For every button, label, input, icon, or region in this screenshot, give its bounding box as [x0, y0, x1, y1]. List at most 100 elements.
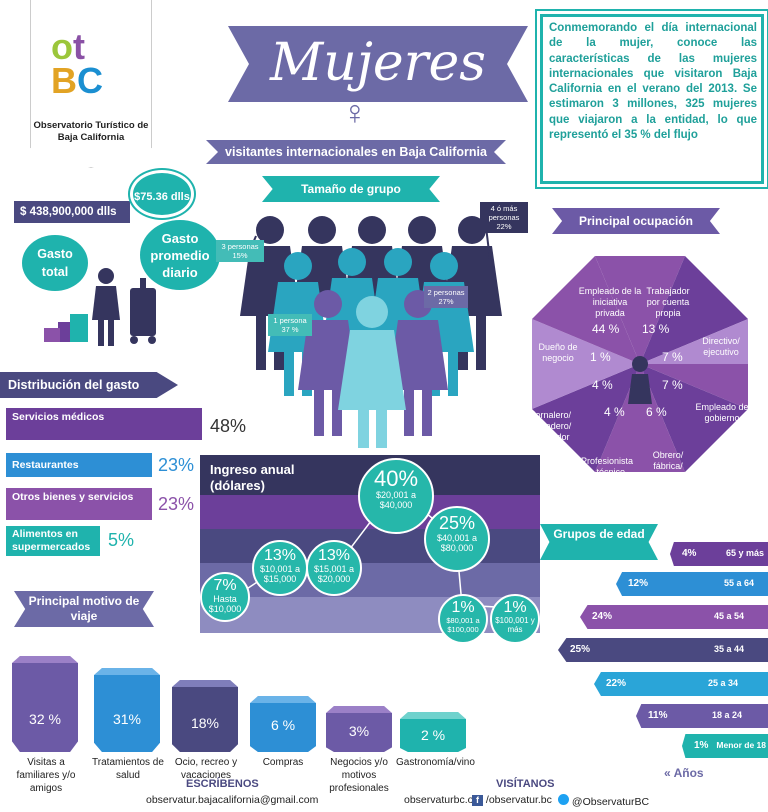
visit-heading: VISÍTANOS [496, 778, 555, 790]
motive-pct: 32 % [12, 663, 78, 752]
distribution-label: Alimentos en supermercados [12, 528, 91, 553]
age-pct: 12% [628, 578, 649, 589]
distribution-heading: Distribución del gasto [0, 372, 178, 398]
age-pct: 22% [606, 678, 627, 689]
total-spend-label: Gasto [37, 247, 73, 261]
income-bubble: 40% $20,001 a $40,000 [358, 458, 434, 534]
occupation-pct: 44 % [592, 322, 620, 336]
total-spend-value: $ 438,900,000 dlls [14, 201, 130, 223]
group-flag-pct: 37 % [281, 325, 299, 334]
motive-pct: 6 % [250, 703, 316, 752]
intro-text: Conmemorando el día internacional de la … [549, 22, 757, 142]
twitter-link[interactable]: @ObservaturBC [558, 794, 649, 808]
age-label: 65 y más [725, 548, 764, 558]
daily-spend-label: Gasto [161, 231, 199, 246]
occupation-label: Directivo/ ejecutivo [702, 336, 740, 357]
page-title: Mujeres [228, 26, 528, 102]
income-range: $10,001 a $15,000 [259, 564, 301, 584]
twitter-handle: @ObservaturBC [571, 796, 650, 808]
motive-label: Negocios y/o motivos profesionales [329, 757, 389, 794]
income-heading: Ingreso anual (dólares) [210, 462, 295, 493]
age-bar: 1% Menor de 18 [682, 734, 768, 758]
distribution-pct: 23% [158, 455, 195, 475]
logo-letter: B [51, 60, 77, 101]
total-spend-label: total [41, 265, 69, 279]
website-link[interactable]: observaturbc.org [404, 794, 483, 806]
age-label: 45 a 54 [713, 611, 744, 621]
group-flag-four: 4 ó más personas 22% [480, 202, 528, 233]
total-spend-bubble: Gasto total [22, 235, 88, 291]
write-heading: ESCRÍBENOS [186, 778, 259, 790]
income-pct: 25% [438, 513, 476, 533]
logo-letter: o [51, 26, 73, 67]
logo-name: Observatorio Turístico de Baja Californi… [33, 120, 149, 143]
occupation-label: Profesionista o técnico [580, 456, 634, 477]
logo-letter: C [77, 60, 103, 101]
distribution-pct: 48% [210, 416, 247, 436]
age-label: 18 a 24 [711, 710, 742, 720]
age-pct: 24% [592, 611, 613, 622]
motive-prism: 31% [94, 668, 160, 752]
age-pct: 25% [570, 644, 591, 655]
motive-label: Tratamientos de salud [92, 757, 164, 781]
group-flag-label: 1 persona [273, 316, 307, 325]
occupation-pct: 6 % [646, 405, 667, 419]
motive-prism: 2 % [400, 712, 466, 752]
income-pct: 13% [263, 547, 297, 564]
distribution-bar: Servicios médicos [6, 408, 202, 440]
occupation-heading: Principal ocupación [552, 208, 720, 234]
occupation-pct: 13 % [642, 322, 670, 336]
occupation-label: Empleado de gobierno [695, 402, 749, 423]
occupation-pct: 4 % [604, 405, 625, 419]
group-flag-three: 3 personas 15% [216, 240, 264, 262]
motive-prism: 3% [326, 706, 392, 752]
occupation-label: Dueño de negocio [538, 342, 578, 363]
page-subtitle: visitantes internacionales en Baja Calif… [206, 140, 506, 164]
occupation-label: Empleado de la iniciativa privada [578, 286, 642, 318]
distribution-bar: Otros bienes y servicios [6, 488, 152, 520]
twitter-icon [558, 794, 569, 805]
logo: ot BC Observatorio Turístico de Baja Cal… [30, 0, 152, 168]
age-bar: 11% 18 a 24 [636, 704, 768, 728]
income-bubble: 13% $10,001 a $15,000 [252, 540, 308, 596]
facebook-icon: f [472, 795, 483, 806]
group-flag-pct: 22% [496, 222, 512, 231]
daily-spend-bubble: Gasto promedio diario [140, 220, 220, 290]
motive-prism: 32 % [12, 656, 78, 752]
daily-spend-label: diario [162, 265, 198, 280]
motive-pct: 3% [326, 713, 392, 752]
distribution-bar: Restaurantes [6, 453, 152, 477]
facebook-link[interactable]: f /observatur.bc [472, 794, 552, 806]
motive-label: Visitas a familiares y/o amigos [16, 757, 76, 794]
income-pct: 1% [503, 599, 527, 616]
group-flag-pct: 15% [232, 251, 248, 260]
income-range: $20,001 a $40,000 [375, 490, 417, 510]
distribution-bar: Alimentos en supermercados [6, 526, 100, 556]
group-size-figures [240, 209, 502, 448]
distribution-label: Restaurantes [12, 459, 79, 471]
age-label: 35 a 44 [713, 644, 744, 654]
occupation-label: Trabajador por cuenta propia [646, 286, 690, 318]
email-link[interactable]: observatur.bajacalifornia@gmail.com [146, 794, 319, 806]
occupation-pct: 4 % [592, 378, 613, 392]
shopper-illustration [44, 268, 156, 346]
age-heading: Grupos de edad [540, 524, 658, 560]
income-pct: 7% [213, 577, 237, 594]
motive-pct: 18% [172, 687, 238, 752]
female-sign-icon: ♀ [342, 94, 368, 132]
group-flag-label: 2 personas [427, 288, 465, 297]
daily-spend-label: promedio [150, 248, 210, 263]
age-label: 25 a 34 [707, 678, 738, 688]
motive-label: Compras [262, 757, 304, 768]
facebook-handle: /observatur.bc [485, 794, 552, 806]
distribution-label: Otros bienes y servicios [12, 491, 134, 503]
age-axis-text: Años [673, 766, 704, 780]
age-bar: 4% 65 y más [670, 542, 768, 566]
income-bubble: 1% $80,001 a $100,000 [438, 594, 488, 644]
age-axis-label: « Años [664, 766, 704, 780]
logo-letter: t [73, 26, 85, 67]
income-range: $80,001 a $100,000 [446, 616, 480, 634]
motive-label: Ocio, recreo y vacaciones [174, 757, 238, 781]
income-bubble: 13% $15,001 a $20,000 [306, 540, 362, 596]
group-flag-label: 3 personas [221, 242, 259, 251]
